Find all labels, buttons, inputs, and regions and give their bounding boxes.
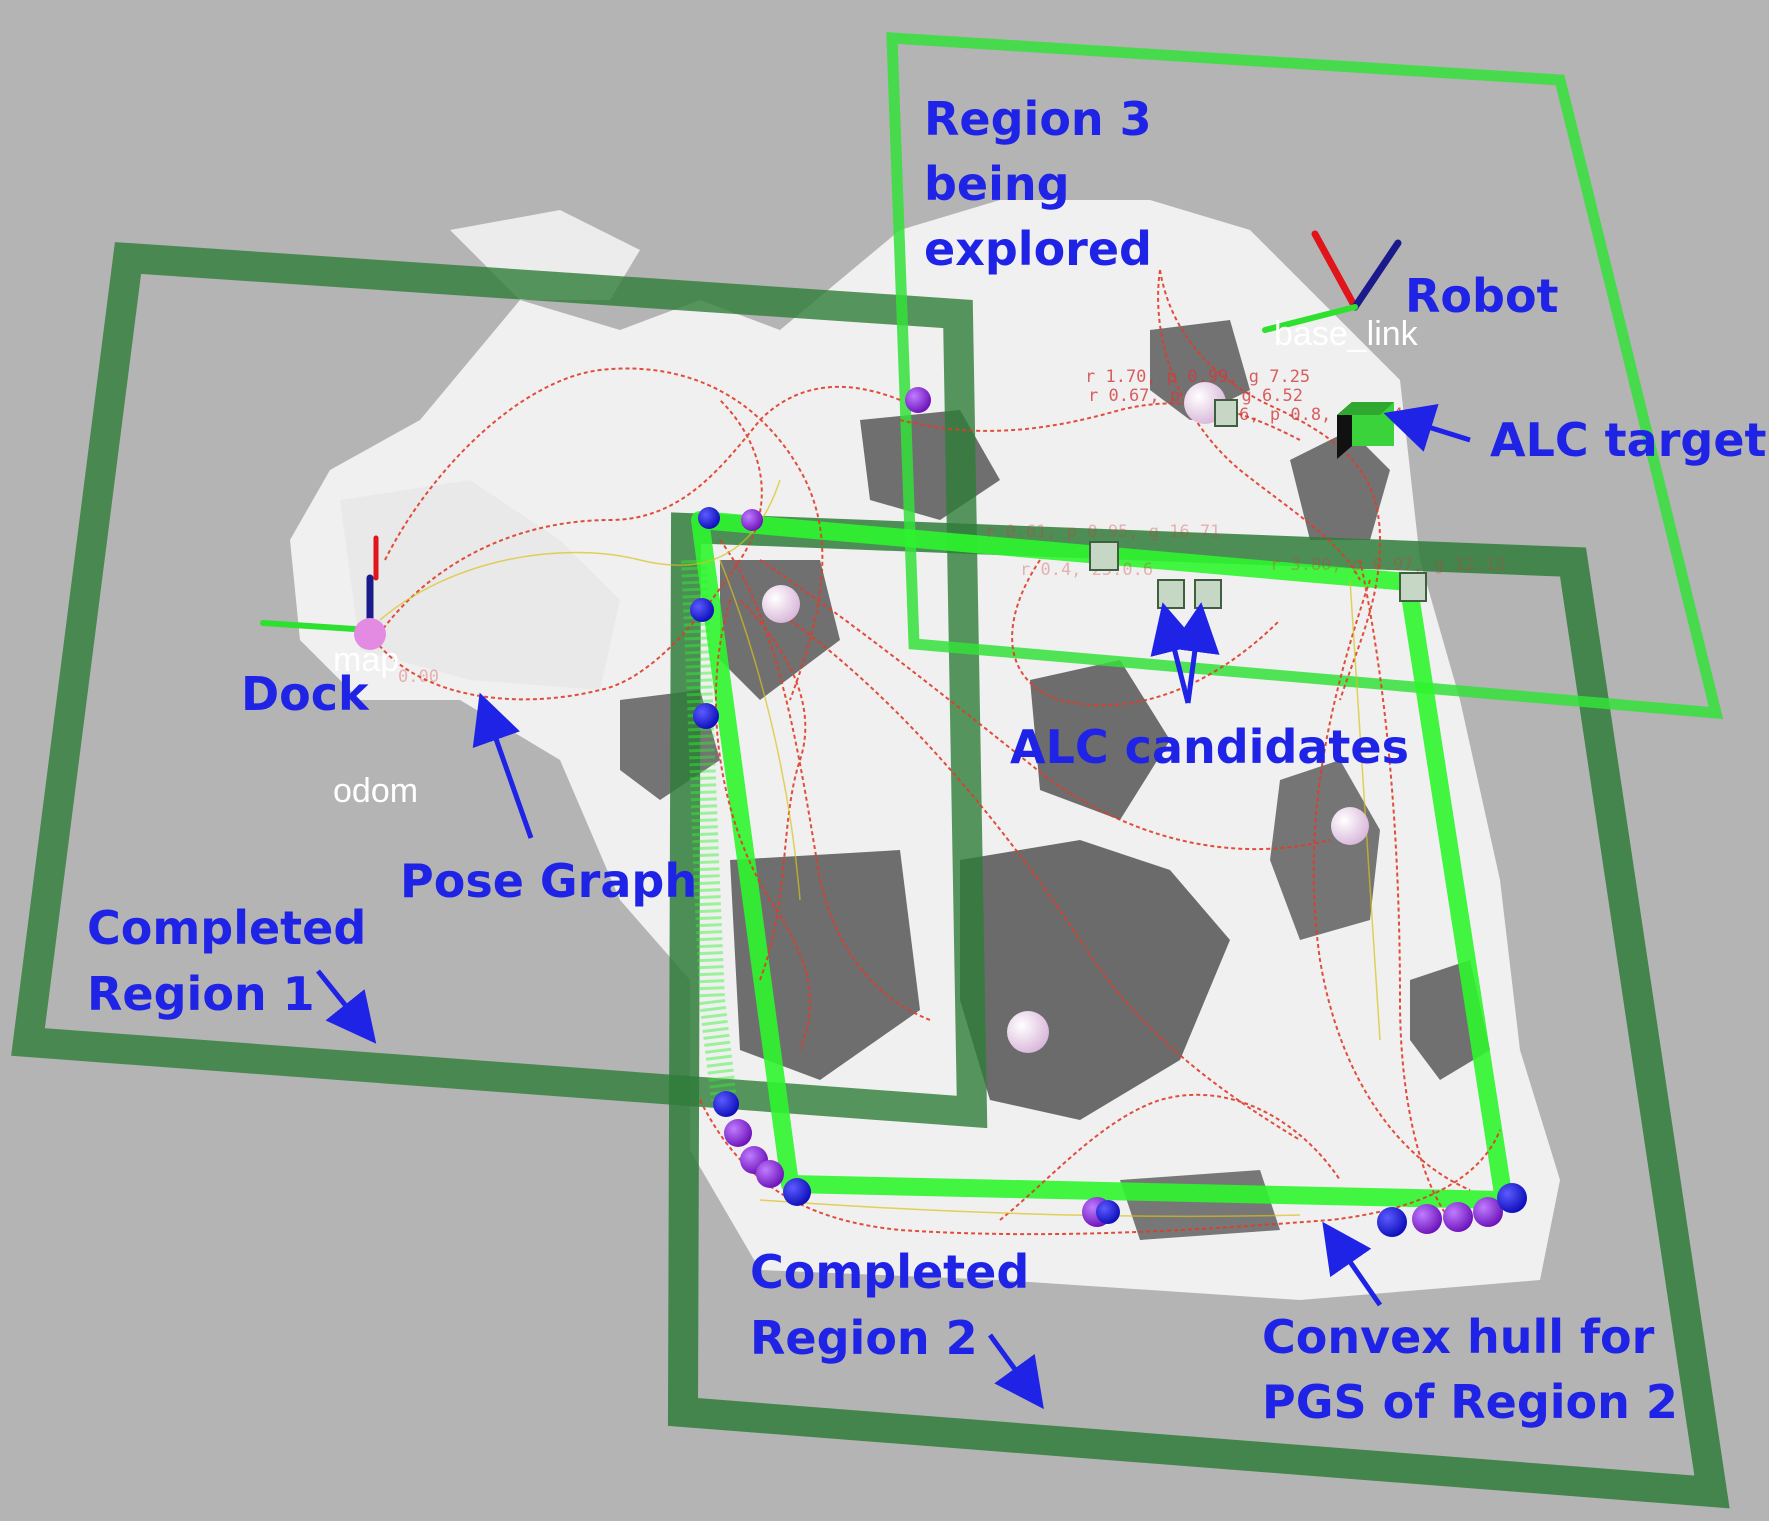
readout-text: r 0.4, 25.0.6 <box>1020 560 1153 580</box>
alc-target-label: ALC target <box>1490 413 1767 467</box>
free-space-main <box>290 200 1560 1300</box>
pose-graph-edge <box>739 599 807 981</box>
pose-graph <box>374 269 1501 1236</box>
pose-graph-edge <box>1359 559 1451 1221</box>
region-1-arrow <box>316 969 377 1044</box>
pose-graph-edge <box>1011 559 1281 707</box>
convex-hull-label-line1: Convex hull for <box>1262 1310 1655 1364</box>
robot-z-axis <box>1351 239 1402 311</box>
odom-frame-label: odom <box>333 772 418 810</box>
robot-x-axis <box>1311 230 1359 311</box>
alc-candidate-cube <box>1399 572 1427 602</box>
region-boundary-nodes <box>690 387 1527 1237</box>
alc-candidates-arrow-right <box>1169 602 1220 704</box>
dock-y-axis <box>260 620 373 633</box>
purple-node <box>756 1160 784 1188</box>
pose-graph-edge <box>759 1199 1301 1218</box>
convex-hull-scatter <box>681 559 737 1102</box>
free-space-left-room <box>340 480 620 690</box>
alc-target-arrow <box>1383 404 1471 452</box>
blue-node <box>783 1178 811 1206</box>
pink-node <box>1331 807 1369 845</box>
alc-candidate-cube <box>1089 541 1119 571</box>
obstacle-6 <box>1270 760 1380 940</box>
obstacle-11 <box>1120 1170 1280 1240</box>
dock-axes <box>260 535 386 650</box>
purple-node <box>724 1119 752 1147</box>
region-1-boundary <box>11 242 988 1129</box>
pose-graph-arrow <box>472 692 534 839</box>
blue-node <box>1377 1207 1407 1237</box>
region-2-label-line2: Region 2 <box>750 1311 978 1365</box>
robot-axes <box>1262 230 1402 333</box>
obstacle-2 <box>730 850 920 1080</box>
pose-graph-edge <box>699 1099 1501 1236</box>
pose-graph-edge <box>789 619 1301 1141</box>
pose-graph-edge <box>714 599 811 1051</box>
obstacle-9 <box>1150 320 1250 420</box>
purple-node <box>1443 1202 1473 1232</box>
pose-graph-edge <box>719 539 931 1021</box>
alc-target-top <box>1337 402 1394 415</box>
region-3-boundary <box>886 32 1724 720</box>
alc-candidate-cube <box>1157 579 1185 609</box>
convex-hull-label-line2: PGS of Region 2 <box>1262 1375 1678 1429</box>
map-frame-label: map <box>333 641 399 679</box>
pose-graph-edge <box>1312 579 1471 1191</box>
blue-node <box>1497 1183 1527 1213</box>
pose-graph-secondary <box>379 479 1381 1218</box>
obstacle-1 <box>720 560 840 700</box>
region-1-label-line1: Completed <box>87 901 366 955</box>
annotation-arrows <box>316 404 1471 1410</box>
region-2-boundary <box>667 512 1730 1509</box>
alc-candidates-label: ALC candidates <box>1010 720 1409 774</box>
alc-candidate-cube <box>1214 399 1238 427</box>
readout-text: r 3.80, p 0.97, g 12.12 <box>1270 555 1505 575</box>
readout-text: r 0.61, p 0.95, g 16.71 <box>985 522 1220 542</box>
alc-target-side <box>1337 402 1352 459</box>
readout-text: r 1.70, p 0.99, g 7.25 <box>1085 367 1310 387</box>
pose-graph-label: Pose Graph <box>400 854 697 908</box>
obstacle-5 <box>1290 430 1390 540</box>
pose-graph-edge <box>719 559 801 901</box>
pose-graph-edge <box>374 399 763 701</box>
robot-y-axis <box>1262 304 1358 333</box>
alc-candidates-arrow-left <box>1150 602 1200 704</box>
pink-node <box>762 585 800 623</box>
pose-graph-edge <box>384 367 824 701</box>
region-3-label-line2: being <box>924 157 1070 211</box>
blue-node <box>690 598 714 622</box>
blue-node <box>698 507 720 529</box>
base-link-frame-label: base_link <box>1274 315 1419 353</box>
annotations: Region 3 being explored Robot ALC target… <box>87 92 1767 1429</box>
region-1-label-line2: Region 1 <box>87 967 315 1021</box>
pose-graph-edge <box>374 385 901 641</box>
dock-label: Dock <box>241 667 370 721</box>
purple-node <box>1412 1204 1442 1234</box>
region-2-label-line1: Completed <box>750 1245 1029 1299</box>
region-2-arrow <box>987 1333 1044 1410</box>
purple-node <box>741 509 763 531</box>
pose-graph-edge <box>999 1093 1341 1221</box>
convex-hull-arrow <box>1322 1221 1383 1307</box>
blue-node <box>1096 1200 1120 1224</box>
obstacle-4 <box>1030 660 1170 820</box>
alc-readouts: r 1.70, p 0.99, g 7.25 r 0.67, p 0.0, g … <box>398 367 1505 687</box>
blue-node <box>713 1091 739 1117</box>
pose-graph-edge <box>1157 269 1361 581</box>
pose-graph-edge <box>899 402 1301 441</box>
pink-node <box>1007 1011 1049 1053</box>
purple-node <box>1473 1197 1503 1227</box>
pose-graph-edge <box>379 479 781 621</box>
purple-node <box>905 387 931 413</box>
alc-candidate-cube <box>1194 579 1222 609</box>
region-3-label-line3: explored <box>924 222 1152 276</box>
dock-node <box>354 618 386 650</box>
blue-node <box>693 703 719 729</box>
readout-text: 0.00 <box>398 667 439 687</box>
robot-label: Robot <box>1405 269 1559 323</box>
pose-graph-edge <box>1349 579 1381 1041</box>
region-3-label-line1: Region 3 <box>924 92 1152 146</box>
